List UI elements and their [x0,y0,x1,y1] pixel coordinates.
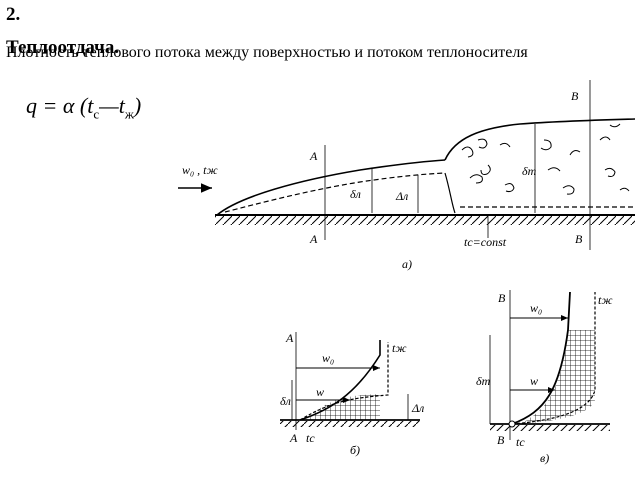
wall-temp-label: tс=const [464,235,507,249]
section-b-top: B [571,89,579,103]
b-delta-sub-label: Δл [411,401,424,415]
heat-transfer-formula: q = α (tс—tж) [26,93,141,122]
diagram-a: w₀ , tж A A δ [178,80,636,271]
c-section-top: B [498,291,506,305]
b-thermal-grid [306,394,380,420]
delta-sub-label: Δл [395,189,408,203]
b-t-fluid-label: tж [392,341,407,355]
caption-c: в) [540,451,549,465]
turbulent-eddies [461,123,630,195]
formula-eq: = [42,93,58,118]
formula-minus: — [99,93,119,118]
diagram-b: A A w₀ w tж tс δл Δл б) [280,331,424,457]
delta-laminar-label: δл [350,187,361,201]
b-t-wall-label: tс [306,431,315,445]
b-w-label: w [316,385,324,399]
section-a-top: A [309,149,318,163]
c-w0-label: w₀ [530,301,542,315]
c-delta-label: δт [476,374,491,388]
diagram-c: B B w₀ w tж tс δт в) [476,290,613,465]
formula-open-paren: ( [79,93,88,118]
turbulent-layer-edge [444,118,636,161]
section-b-bottom: B [575,232,583,246]
slide-number: 2. [6,4,21,25]
formula-t-fluid: t [118,93,125,118]
formula-t-wall: t [87,93,94,118]
formula-q: q [26,93,37,118]
c-section-bottom: B [497,433,505,447]
c-t-fluid-label: tж [598,293,613,307]
b-temperature-profile [299,342,389,421]
flow-label: w₀ , tж [182,163,218,177]
plate-wall [215,214,635,225]
c-t-wall-label: tс [516,435,525,449]
heat-flux-description: Плотность теплового потока между поверхн… [6,44,528,61]
slide-title: Теплоотдача. [6,37,120,58]
c-wall-point [508,420,516,428]
delta-turbulent-label: δт [522,164,537,178]
b-velocity-profile [299,340,381,421]
transition-region [444,172,456,214]
c-thermal-grid [520,330,595,424]
laminar-sublayer-dashed [224,172,446,213]
section-a-bottom: A [309,232,318,246]
caption-b: б) [350,443,360,457]
formula-sub-wall: с [93,106,100,122]
formula-alpha: α [62,93,75,118]
formula-close-paren: ) [133,93,142,118]
formula-sub-fluid: ж [124,106,134,122]
laminar-layer-edge [216,159,446,216]
c-w-label: w [530,374,538,388]
b-section-top: A [285,331,294,345]
c-wall-hatch [490,425,610,431]
b-delta-label: δл [280,394,291,408]
b-section-bottom: A [289,431,298,445]
b-w0-label: w₀ [322,351,334,365]
b-wall-hatch [280,421,420,427]
c-temperature-profile [511,292,596,425]
caption-a: а) [402,257,412,271]
